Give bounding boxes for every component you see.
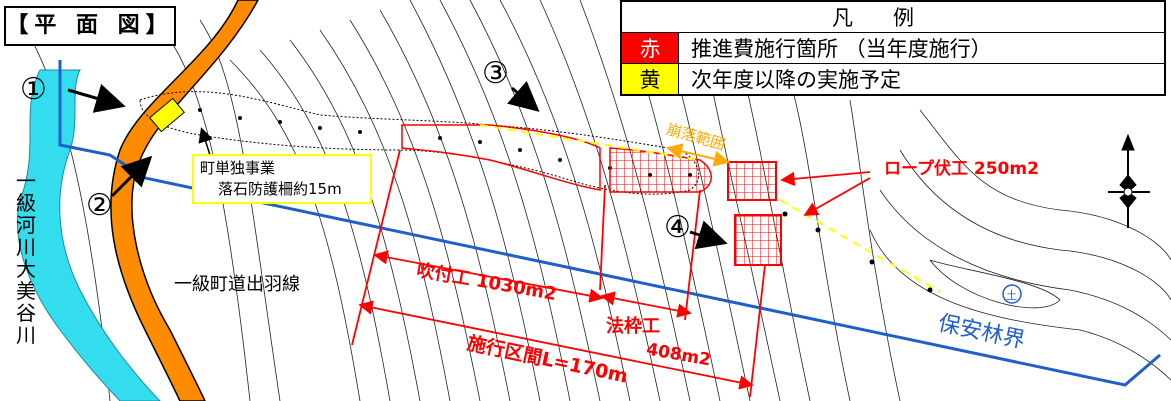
legend-swatch-red: 赤: [620, 32, 679, 64]
marker-3: ③: [482, 56, 509, 91]
legend-text-red: 推進費施行箇所 （当年度施行）: [678, 32, 1166, 64]
town-project-note: 町単独事業 落石防護柵約15m: [192, 154, 372, 204]
legend: 凡例 赤 推進費施行箇所 （当年度施行） 黄 次年度以降の実施予定: [620, 0, 1166, 96]
road: [110, 0, 259, 401]
callout-arrows: [67, 80, 728, 250]
spray-work-area: [401, 124, 601, 191]
river: [16, 69, 161, 401]
soil-symbol: [1002, 284, 1022, 304]
plan-view-title: 【平 面 図】: [4, 6, 176, 46]
marker-2: ②: [86, 188, 113, 223]
legend-text-yellow: 次年度以降の実施予定: [678, 63, 1166, 96]
marker-1: ①: [20, 72, 47, 107]
note-line-1: 町単独事業: [200, 159, 276, 177]
survey-points: [782, 211, 933, 293]
rope-work-label: ロープ伏工 250m2: [884, 159, 1039, 179]
frame-work-label: 法枠工: [606, 316, 660, 337]
river-label: 一級河川大美谷川: [16, 169, 36, 347]
collapse-range-arrow: [666, 143, 730, 167]
note-line-2: 落石防護柵約15m: [218, 180, 342, 198]
legend-header: 凡例: [620, 0, 1166, 33]
road-label: 一級町道出羽線: [174, 274, 300, 295]
dimension-lines: [351, 149, 871, 398]
rockfall-fence: [149, 97, 185, 133]
legend-swatch-yellow: 黄: [620, 63, 679, 96]
rope-work-area-2: [734, 214, 782, 266]
soil-symbol-label: 土: [1006, 289, 1017, 302]
north-arrow: [1108, 133, 1150, 228]
rope-work-area-1: [727, 161, 777, 201]
marker-4: ④: [664, 210, 691, 245]
